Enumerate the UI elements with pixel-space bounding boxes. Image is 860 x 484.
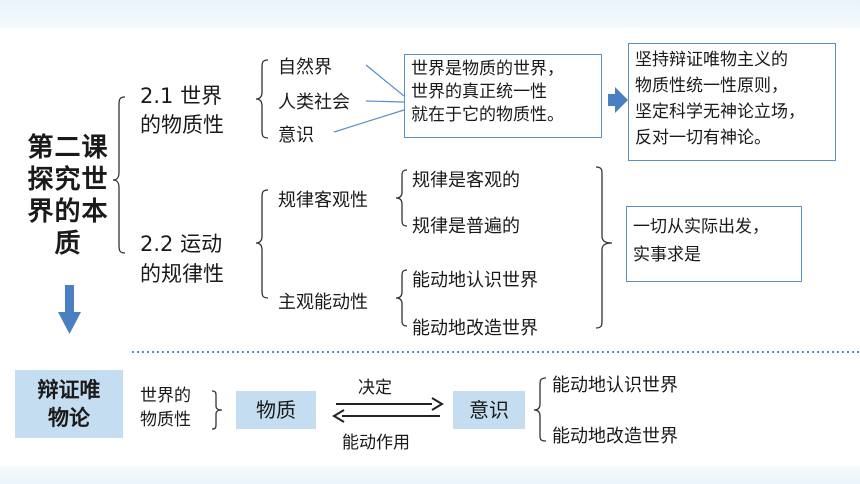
lesson-title-line: 探究世 (27, 165, 109, 195)
box-line: 物质性统一性原则， (635, 76, 788, 96)
decides-label: 决定 (358, 378, 392, 398)
box-line: 实事求是 (633, 245, 701, 265)
lesson-title: 第二课 探究世 界的本 质 (20, 132, 116, 260)
section1-title-line2: 的物质性 (140, 113, 224, 137)
law-objective-item: 规律是客观的 (412, 170, 520, 191)
world-materiality-line: 物质性 (140, 410, 191, 430)
world-materiality-label: 世界的 物质性 (140, 384, 191, 432)
world-materiality-line: 世界的 (140, 386, 191, 406)
law-objective-label: 规律客观性 (278, 190, 368, 211)
lesson-title-line: 第二课 (27, 133, 109, 163)
initiative-know-item: 能动地认识世界 (412, 270, 538, 291)
bottom-decoration-band (0, 466, 860, 484)
box-line: 就在于它的物质性。 (411, 105, 564, 125)
item-nature: 自然界 (278, 57, 332, 78)
initiative-transform-item: 能动地改造世界 (412, 318, 538, 339)
outcome-know-item: 能动地认识世界 (552, 375, 678, 396)
matter-box: 物质 (236, 391, 316, 429)
reacts-label: 能动作用 (342, 433, 410, 453)
outcome-transform-item: 能动地改造世界 (552, 426, 678, 447)
subjective-initiative-label: 主观能动性 (278, 292, 368, 313)
law-universal-item: 规律是普遍的 (412, 216, 520, 237)
dialectical-materialism-badge: 辩证唯 物论 (15, 370, 123, 438)
item-consciousness: 意识 (278, 125, 314, 146)
box-line: 坚持辩证唯物主义的 (635, 50, 788, 70)
box-line: 反对一切有神论。 (635, 128, 771, 148)
lesson-title-line: 界的本 (27, 197, 109, 227)
lesson-title-line: 质 (54, 229, 82, 259)
box-line: 世界的真正统一性 (411, 82, 547, 102)
world-materiality-box: 世界是物质的世界， 世界的真正统一性 就在于它的物质性。 (404, 54, 602, 138)
section1-title-line1: 2.1 世界 (140, 84, 223, 108)
section2-title-line1: 2.2 运动 (140, 232, 223, 256)
box-line: 坚定科学无神论立场， (635, 102, 805, 122)
consciousness-box: 意识 (453, 391, 525, 429)
badge-line: 辩证唯 (37, 378, 101, 402)
box-line: 世界是物质的世界， (411, 59, 564, 79)
section2-title-line2: 的规律性 (140, 262, 224, 286)
box-line: 一切从实际出发， (633, 217, 769, 237)
top-decoration-band (0, 0, 860, 28)
methodology-box: 一切从实际出发， 实事求是 (626, 206, 802, 282)
badge-line: 物论 (48, 406, 90, 430)
principle-box: 坚持辩证唯物主义的 物质性统一性原则， 坚定科学无神论立场， 反对一切有神论。 (628, 43, 836, 161)
item-human-society: 人类社会 (278, 92, 350, 113)
